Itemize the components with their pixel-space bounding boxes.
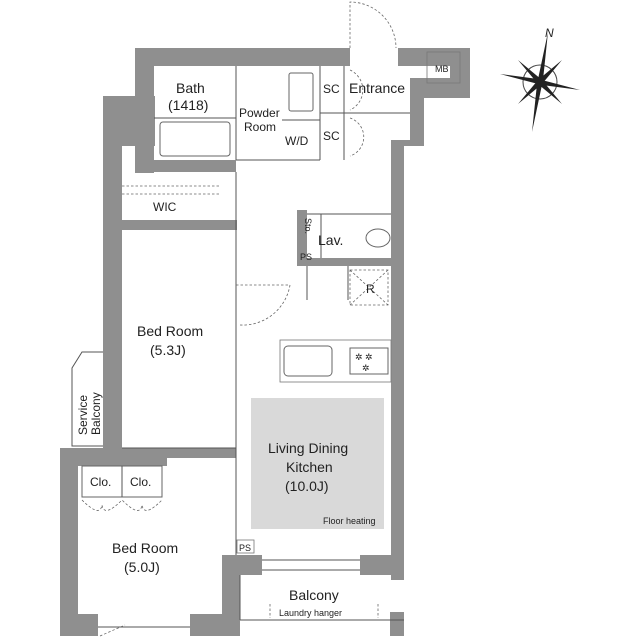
door-swings bbox=[81, 1, 397, 637]
service-balcony bbox=[71, 351, 103, 447]
north-label: N bbox=[545, 26, 554, 40]
north-arrow-compass-icon: N bbox=[500, 26, 580, 132]
room-labels: Bath (1418) Powder Room W/D SC SC Entran… bbox=[76, 51, 461, 618]
bed-room-2-label: Bed Room bbox=[112, 540, 178, 556]
refrigerator-label: R bbox=[366, 282, 375, 296]
floor-heating-label: Floor heating bbox=[323, 516, 376, 526]
walls bbox=[60, 48, 470, 636]
entrance-label: Entrance bbox=[349, 80, 405, 96]
ps-lower-label: PS bbox=[239, 543, 251, 553]
service-balcony-label: Service bbox=[76, 395, 90, 435]
partitions bbox=[81, 66, 410, 628]
lav-label: Lav. bbox=[318, 232, 343, 248]
wd-label: W/D bbox=[285, 134, 309, 148]
wic-label: WIC bbox=[153, 200, 177, 214]
ldk-label-2: Kitchen bbox=[286, 459, 333, 475]
balcony-label: Balcony bbox=[289, 587, 339, 603]
bed-room-1-label: Bed Room bbox=[137, 323, 203, 339]
mb-label: MB bbox=[435, 64, 449, 74]
service-balcony-label-2: Balcony bbox=[89, 392, 103, 435]
bed-room-2-size: (5.0J) bbox=[124, 559, 160, 575]
ldk-size: (10.0J) bbox=[285, 478, 329, 494]
bed-room-1-size: (5.3J) bbox=[150, 342, 186, 358]
bath-size-label: (1418) bbox=[168, 97, 208, 113]
floor-heating-area bbox=[251, 398, 384, 529]
sc-lower-label: SC bbox=[323, 129, 340, 143]
ps-upper-label: PS bbox=[300, 252, 312, 262]
svg-text:✲ ✲: ✲ ✲ bbox=[355, 352, 373, 362]
ldk-label: Living Dining bbox=[268, 440, 348, 456]
bath-label: Bath bbox=[176, 80, 205, 96]
sc-upper-label: SC bbox=[323, 82, 340, 96]
laundry-hanger-label: Laundry hanger bbox=[279, 608, 342, 618]
sto-label: Sto. bbox=[303, 218, 313, 234]
fixtures: ✲ ✲ ✲ bbox=[159, 72, 392, 383]
closet-2-label: Clo. bbox=[130, 475, 151, 489]
svg-text:✲: ✲ bbox=[362, 363, 370, 373]
powder-room-label-2: Room bbox=[244, 120, 276, 134]
powder-room-label: Powder bbox=[239, 106, 280, 120]
closet-1-label: Clo. bbox=[90, 475, 111, 489]
